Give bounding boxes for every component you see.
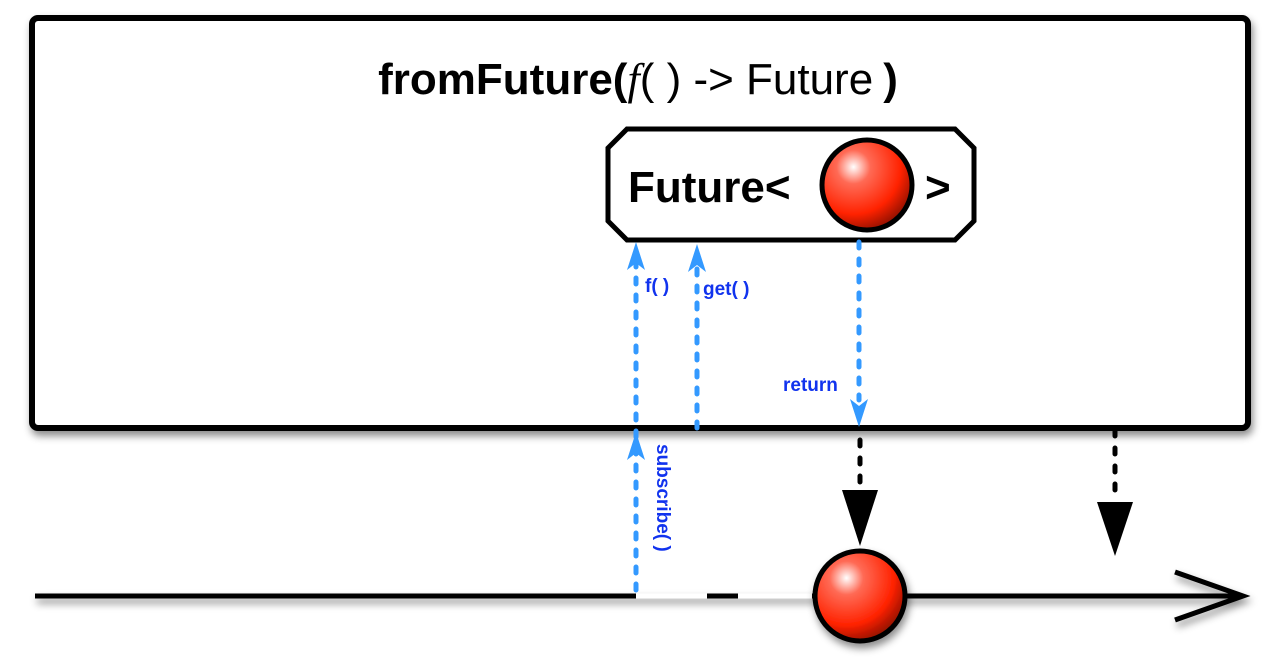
get-call-label: get( ) <box>703 279 749 300</box>
f-call-label: f( ) <box>645 276 669 297</box>
f-arrowhead-icon <box>627 242 645 270</box>
subscribe-label: subscribe( ) <box>652 444 673 552</box>
completion-arrowhead-icon <box>1097 502 1133 556</box>
future-label-close: > <box>925 163 951 212</box>
timeline-arrowhead-icon <box>1174 569 1251 623</box>
output-marble <box>812 548 908 644</box>
return-label: return <box>783 375 838 396</box>
get-arrowhead-icon <box>688 244 706 272</box>
subscribe-arrowhead-icon <box>627 432 645 460</box>
future-marble <box>819 137 915 233</box>
emission-arrowhead-icon <box>842 490 878 546</box>
operator-title: fromFuture(f( ) -> Future) <box>378 55 898 104</box>
future-label-open: Future< <box>628 163 791 212</box>
return-arrowhead-icon <box>850 399 868 427</box>
